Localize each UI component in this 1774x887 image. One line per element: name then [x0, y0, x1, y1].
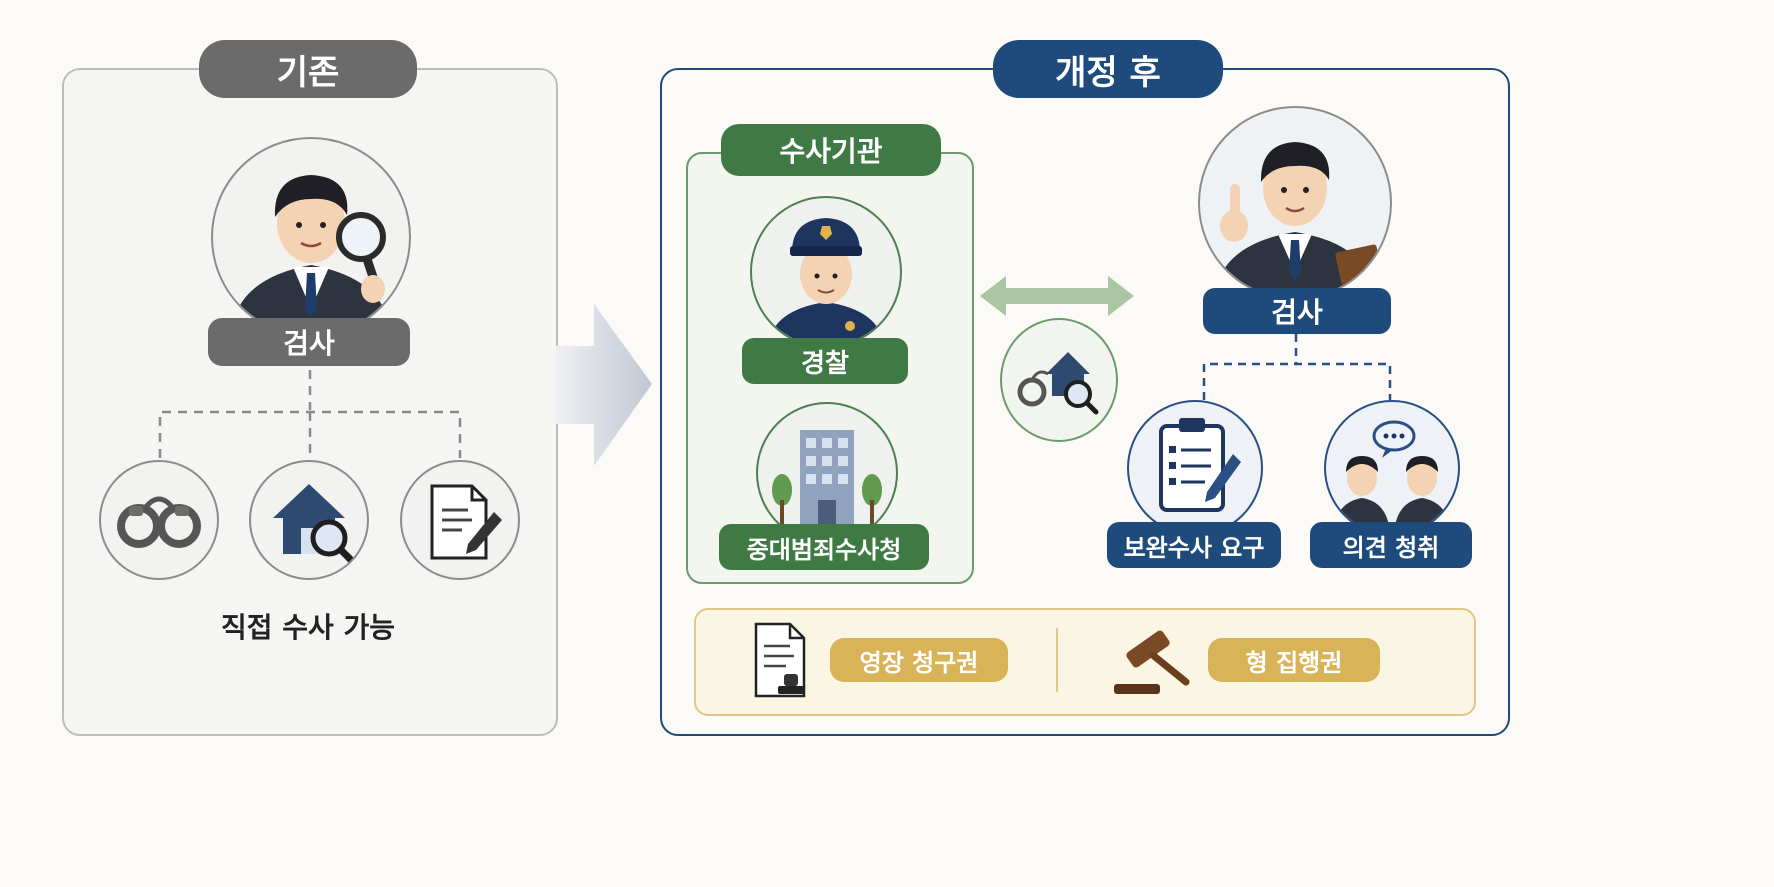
police-label: 경찰 — [742, 338, 908, 384]
before-connector-lines — [158, 370, 462, 458]
execution-label-text: 형 집행권 — [1245, 648, 1343, 677]
handcuffs-house-search-icon — [1000, 318, 1118, 442]
agency-header-text: 수사기관 — [779, 135, 883, 168]
after-header: 개정 후 — [993, 40, 1223, 98]
document-pen-icon — [400, 460, 520, 580]
agency-header: 수사기관 — [721, 124, 941, 176]
opinion-label: 의견 청취 — [1310, 522, 1472, 568]
bureau-label-text: 중대범죄수사청 — [746, 535, 902, 564]
opinion-label-text: 의견 청취 — [1342, 533, 1440, 562]
after-prosecutor-label: 검사 — [1203, 288, 1391, 334]
before-prosecutor-label-text: 검사 — [283, 327, 335, 360]
bureau-label: 중대범죄수사청 — [719, 524, 929, 570]
transition-arrow-icon — [556, 304, 652, 466]
warrant-label: 영장 청구권 — [830, 638, 1008, 682]
before-header: 기존 — [199, 40, 417, 98]
powers-divider — [1056, 628, 1058, 692]
direct-investigation-caption: 직접 수사 가능 — [220, 611, 396, 644]
handcuffs-icon — [99, 460, 219, 580]
police-officer-icon — [750, 196, 902, 348]
prosecutor-pointing-icon — [1198, 106, 1392, 300]
after-connector-lines — [1202, 334, 1392, 400]
conversation-icon — [1324, 400, 1460, 536]
prosecutor-magnifier-icon — [211, 137, 411, 337]
before-header-text: 기존 — [276, 52, 340, 93]
warrant-label-text: 영장 청구권 — [859, 648, 979, 677]
execution-label: 형 집행권 — [1208, 638, 1380, 682]
after-prosecutor-label-text: 검사 — [1271, 296, 1323, 329]
request-label: 보완수사 요구 — [1107, 522, 1281, 568]
police-label-text: 경찰 — [801, 348, 849, 379]
before-prosecutor-label: 검사 — [208, 318, 410, 366]
gavel-icon — [1114, 630, 1190, 694]
after-header-text: 개정 후 — [1055, 52, 1161, 93]
clipboard-checklist-icon — [1127, 400, 1263, 536]
document-stamp-icon — [754, 622, 806, 698]
building-icon — [756, 402, 898, 544]
cooperation-arrow-icon — [980, 276, 1134, 316]
request-label-text: 보완수사 요구 — [1123, 533, 1265, 562]
house-search-icon — [249, 460, 369, 580]
